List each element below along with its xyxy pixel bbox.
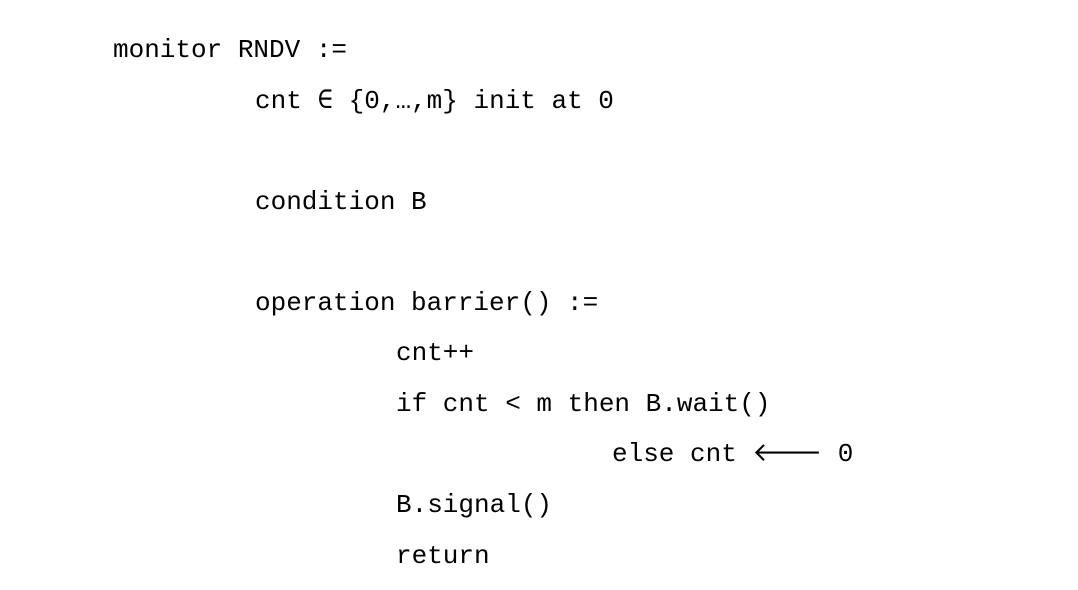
else-statement: else cnt 🡐 0 [612, 439, 854, 469]
if-statement: if cnt < m then B.wait() [396, 389, 771, 419]
signal-statement: B.signal() [396, 490, 553, 520]
increment-statement: cnt++ [396, 338, 475, 368]
return-statement: return [396, 541, 490, 571]
counter-declaration: cnt ∈ {0,…,m} init at 0 [255, 86, 614, 116]
operation-declaration: operation barrier() := [255, 288, 599, 318]
condition-declaration: condition B [255, 187, 427, 217]
monitor-declaration: monitor RNDV := [113, 35, 348, 65]
